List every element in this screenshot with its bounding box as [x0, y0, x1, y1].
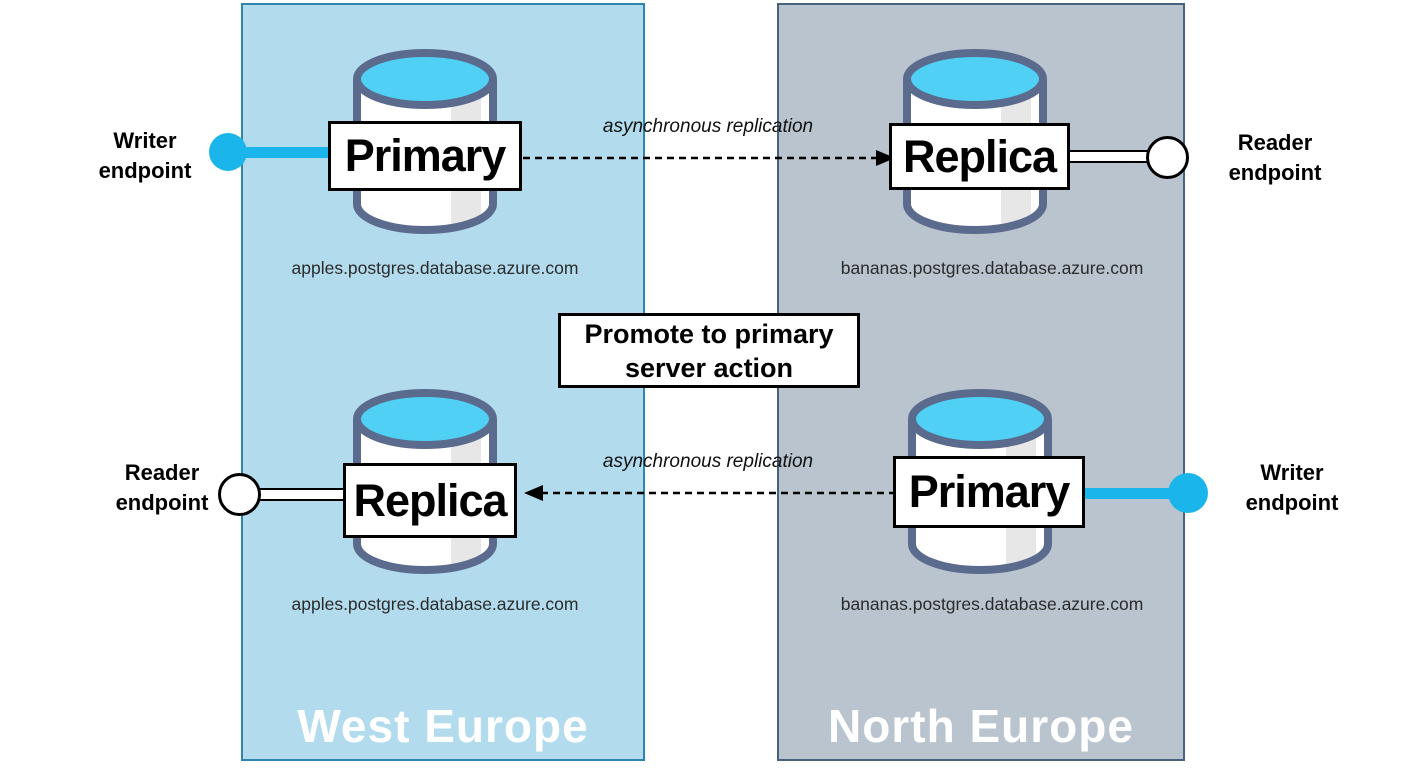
hostname: bananas.postgres.database.azure.com: [840, 594, 1144, 614]
writer-endpoint-icon: [1168, 473, 1208, 513]
promote-action-line1: Promote to primary: [584, 318, 834, 349]
node-role-primary: Primary: [328, 121, 522, 191]
reader-connector-line: [1068, 150, 1152, 163]
node-role-replica: Replica: [343, 463, 517, 538]
reader-endpoint-icon: [1146, 136, 1189, 179]
writer-endpoint-icon: [209, 133, 247, 171]
region-north-europe-label: North Europe: [828, 700, 1134, 752]
writer-endpoint-line2: endpoint: [98, 158, 192, 183]
promote-action-box: Promote to primary server action: [558, 313, 860, 388]
replication-arrow-left-icon: [524, 485, 896, 501]
node-role-replica: Replica: [889, 123, 1070, 190]
reader-endpoint-icon: [218, 473, 261, 516]
reader-endpoint-line2: endpoint: [115, 490, 209, 515]
reader-connector-line: [255, 488, 347, 501]
writer-endpoint-label: Writer endpoint: [80, 126, 210, 186]
region-west-europe-label: West Europe: [297, 700, 589, 752]
reader-endpoint-label: Reader endpoint: [97, 458, 227, 518]
replication-arrow-right-icon: [523, 150, 895, 166]
reader-endpoint-line2: endpoint: [1228, 160, 1322, 185]
writer-connector-line: [226, 147, 330, 158]
hostname: apples.postgres.database.azure.com: [291, 594, 579, 614]
promote-action-line2: server action: [624, 352, 794, 383]
reader-endpoint-line1: Reader: [1237, 130, 1313, 155]
database-icon: [903, 49, 1047, 234]
writer-endpoint-line1: Writer: [1260, 460, 1324, 485]
replication-label: asynchronous replication: [602, 116, 814, 137]
node-role-primary: Primary: [893, 456, 1085, 528]
hostname: bananas.postgres.database.azure.com: [840, 258, 1144, 278]
writer-endpoint-line1: Writer: [113, 128, 177, 153]
reader-endpoint-label: Reader endpoint: [1205, 128, 1345, 188]
writer-endpoint-label: Writer endpoint: [1222, 458, 1362, 518]
writer-endpoint-line2: endpoint: [1245, 490, 1339, 515]
reader-endpoint-line1: Reader: [124, 460, 200, 485]
hostname: apples.postgres.database.azure.com: [291, 258, 579, 278]
writer-connector-line: [1083, 488, 1188, 499]
replication-label: asynchronous replication: [602, 451, 814, 472]
